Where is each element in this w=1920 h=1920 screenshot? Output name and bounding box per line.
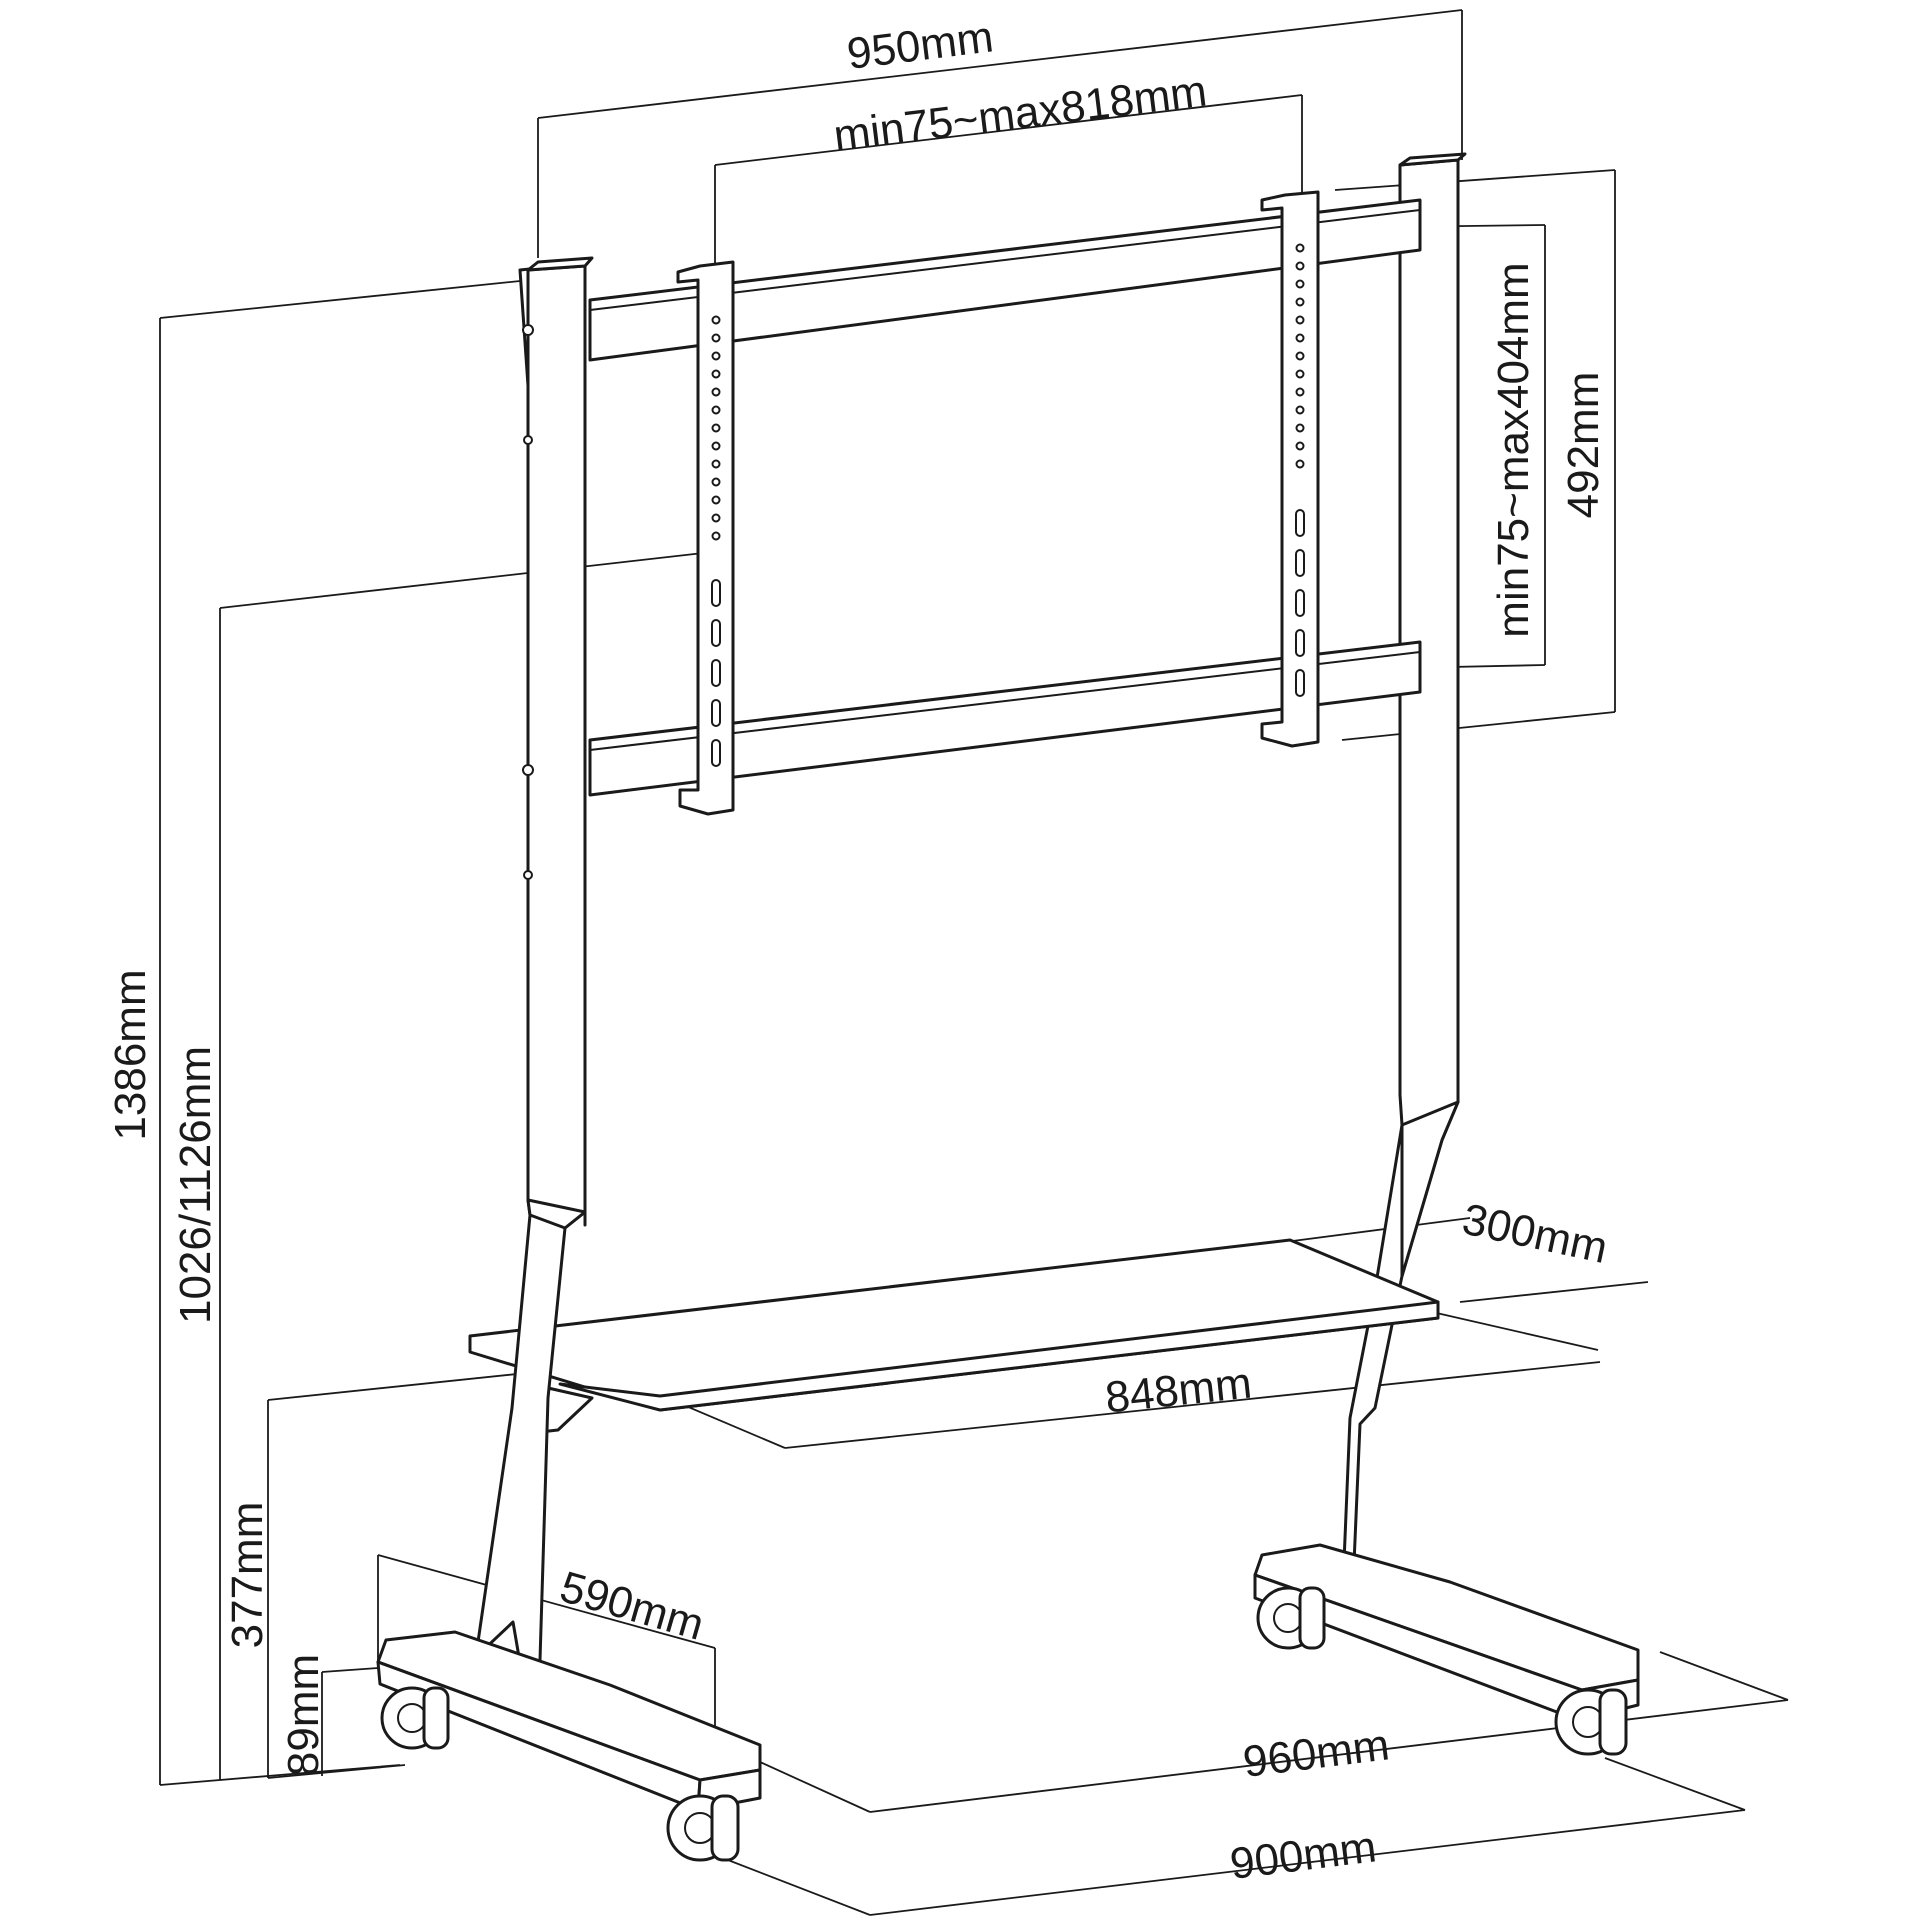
label-shelf-height: 377mm <box>223 1502 272 1649</box>
shelf <box>468 1238 1440 1434</box>
bracket-hole <box>1295 459 1305 469</box>
bracket-slot <box>711 579 721 607</box>
bracket-hole <box>711 513 721 523</box>
left-column <box>476 256 594 1694</box>
bracket-hole <box>711 495 721 505</box>
bracket-hole <box>1295 243 1305 253</box>
bracket-slot <box>1295 549 1305 577</box>
bracket-slot <box>1295 629 1305 657</box>
bracket-hole <box>1295 315 1305 325</box>
bracket-hole <box>1295 369 1305 379</box>
bracket-hole <box>711 351 721 361</box>
bracket-slot <box>711 659 721 687</box>
label-vesa-height: min75~max404mm <box>1489 262 1538 637</box>
bracket-hole <box>1295 405 1305 415</box>
bracket-hole <box>1295 423 1305 433</box>
label-shelf-depth: 300mm <box>1458 1195 1612 1273</box>
bracket-hole <box>1295 279 1305 289</box>
bracket-hole <box>711 459 721 469</box>
label-bracket-height: 492mm <box>1559 372 1608 519</box>
right-base-foot <box>1253 1543 1640 1722</box>
bracket-hole <box>711 405 721 415</box>
bracket-hole <box>1295 333 1305 343</box>
label-base-depth: 590mm <box>555 1562 710 1650</box>
bracket-hole <box>1295 261 1305 271</box>
bracket-hole <box>1295 387 1305 397</box>
label-inner-base-width: 900mm <box>1227 1822 1379 1889</box>
bracket-hole <box>711 441 721 451</box>
label-center-height: 1026/1126mm <box>171 1046 220 1324</box>
right-rear-wheel <box>1256 1586 1326 1650</box>
bracket-hole <box>711 387 721 397</box>
bracket-hole <box>1295 297 1305 307</box>
bracket-hole <box>711 423 721 433</box>
right-vesa-bracket <box>1260 190 1320 748</box>
bracket-slot <box>1295 589 1305 617</box>
left-rear-wheel <box>380 1686 450 1750</box>
bracket-slot <box>1295 669 1305 697</box>
right-front-wheel <box>1554 1688 1628 1756</box>
bracket-slot <box>711 619 721 647</box>
bracket-hole <box>711 369 721 379</box>
bracket-hole <box>711 315 721 325</box>
bracket-hole <box>711 477 721 487</box>
bracket-hole <box>711 333 721 343</box>
left-vesa-bracket <box>676 260 735 816</box>
label-base-height: 89mm <box>279 1654 328 1776</box>
label-overall-width: 950mm <box>844 12 996 79</box>
bracket-hole <box>711 531 721 541</box>
bracket-slot <box>1295 509 1305 537</box>
bracket-slot <box>711 739 721 767</box>
label-vesa-width: min75~max818mm <box>831 66 1210 160</box>
label-total-height: 1386mm <box>106 969 155 1140</box>
bracket-slot <box>711 699 721 727</box>
left-front-wheel <box>666 1794 740 1862</box>
bracket-hole <box>1295 351 1305 361</box>
bracket-hole <box>1295 441 1305 451</box>
label-outer-base-width: 960mm <box>1240 1720 1392 1787</box>
label-shelf-width: 848mm <box>1103 1359 1254 1423</box>
right-column <box>1340 152 1467 1612</box>
